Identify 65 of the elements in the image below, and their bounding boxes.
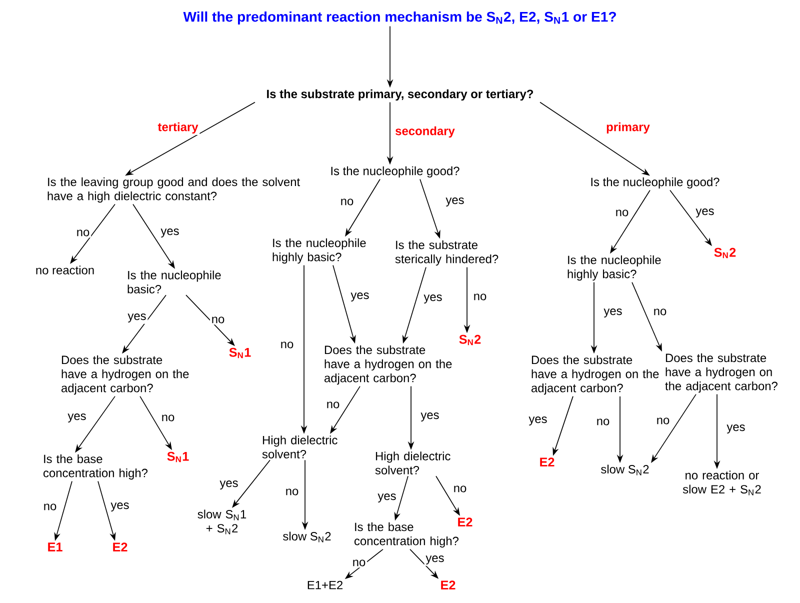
question-text: Does the substrate have a hydrogen on the adjacent carbon? — [324, 345, 452, 385]
result-label: S$_{N}$2 — [459, 334, 481, 346]
question-text: Is the nucleophile good? — [591, 177, 720, 189]
outcome-text: slow S$_{N}$1 + S$_{N}$2 — [198, 510, 246, 534]
question-text: Is the nucleophile highly basic? — [272, 238, 366, 264]
edge-label: yes — [602, 307, 624, 319]
edge-label: yes — [376, 492, 398, 504]
edge-label: no — [614, 208, 630, 218]
question-text: Is the base concentration high? — [44, 454, 148, 480]
edge-label: no — [278, 340, 296, 350]
question-text: E1+E2 — [308, 580, 342, 590]
question-text: Is the nucleophile good? — [331, 166, 460, 178]
result-label: S$_{N}$1 — [229, 348, 251, 358]
question-text: Is the substrate primary, secondary or tertiary? — [267, 89, 534, 101]
edge-label: no — [452, 484, 468, 494]
edge-label: no — [42, 502, 58, 512]
edge-label: no — [160, 413, 176, 423]
edge-label: yes — [419, 411, 441, 423]
result-label: S$_{N}$2 — [714, 248, 736, 258]
edge-label: no — [284, 487, 300, 497]
question-text: slow S$_{N}$2 — [283, 532, 331, 542]
outcome-text: no reaction or slow E2 + S$_{N}$2 — [682, 470, 761, 496]
edge-label: yes — [444, 196, 466, 208]
result-label: E2 — [441, 580, 456, 590]
edge-label: yes — [66, 412, 88, 424]
edge-label: yes — [527, 415, 549, 427]
edge-label: yes — [694, 207, 716, 219]
edge-label: no — [324, 400, 342, 410]
question-text: Does the substrate have a hydrogen on the adjacent carbon? — [62, 355, 189, 395]
edge-label: no — [210, 315, 226, 325]
result-label: E1 — [48, 542, 62, 552]
result-label: E2 — [458, 518, 472, 526]
question-text: High dielectric solvent? — [262, 436, 338, 458]
edge-label: yes — [725, 423, 747, 435]
question-text: Is the substrate sterically hindered? — [395, 240, 498, 266]
result-label: E2 — [113, 542, 128, 552]
title-text: Will the predominant reaction mechanism be S$_{N}$2, E2, S$_{N}$1 or E1? — [183, 11, 616, 25]
edge-label: yes — [126, 312, 148, 324]
question-text: Does the substrate have a hydrogen on the adjacent carbon? — [532, 355, 659, 395]
edge-label: no — [654, 416, 672, 426]
edge-label: no — [338, 197, 356, 207]
edge-label: no — [594, 417, 612, 427]
result-label: E2 — [540, 458, 554, 466]
question-text: slow S$_{N}$2 — [601, 464, 649, 476]
edge-label: yes — [349, 291, 371, 303]
edge-label: tertiary — [156, 121, 200, 135]
question-text: Is the nucleophile highly basic? — [568, 255, 661, 281]
edge-label: secondary — [394, 125, 456, 139]
edge-label: no — [652, 307, 668, 317]
edge-label: yes — [424, 554, 446, 566]
result-label: S$_{N}$1 — [167, 452, 189, 462]
question-text: Does the substrate have a hydrogen on the adjacent carbon? — [665, 353, 778, 393]
edge-label: yes — [109, 501, 131, 513]
edge-label: no — [350, 558, 368, 568]
question-text: Is the leaving group good and does the solvent have a high dielectric constant? — [48, 177, 300, 203]
edge-label: yes — [159, 227, 181, 239]
edge-label: yes — [422, 293, 444, 305]
edge-label: no — [472, 292, 488, 302]
edge-label: no — [74, 228, 92, 238]
question-text: Is the nucleophile basic? — [128, 270, 221, 294]
edge-label: primary — [604, 121, 652, 135]
question-text: Is the base concentration high? — [354, 522, 458, 548]
edge-label: yes — [218, 479, 240, 491]
question-text: no reaction — [36, 266, 94, 274]
question-text: High dielectric solvent? — [375, 452, 450, 474]
